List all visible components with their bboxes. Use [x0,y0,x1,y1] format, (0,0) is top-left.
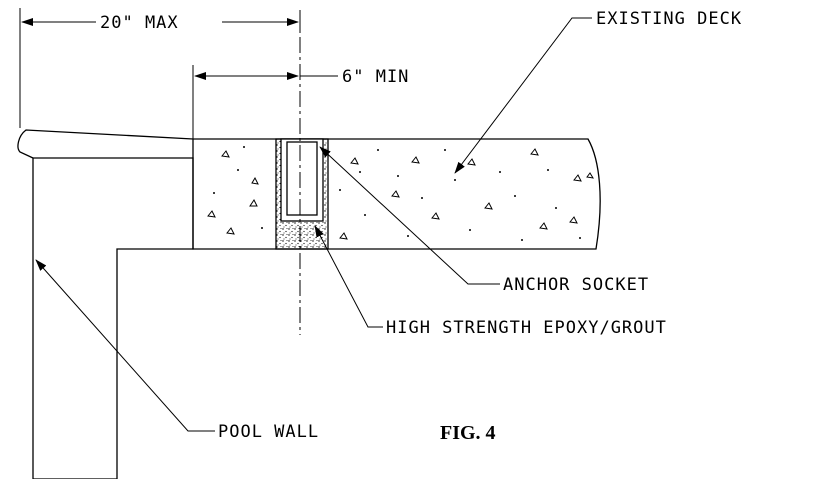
existing-deck-label: EXISTING DECK [596,9,742,29]
max-dimension [19,8,301,128]
figure-caption: FIG. 4 [440,422,496,444]
existing-deck-leader [454,17,592,174]
max-dimension-label: 20" MAX [100,13,179,33]
epoxy-grout-leader [314,225,383,328]
anchor-socket-label: ANCHOR SOCKET [503,275,649,295]
pool-wall-label: POOL WALL [218,422,319,442]
pool-wall-leader [35,259,215,432]
pool-wall-section [17,129,194,479]
min-dimension [192,65,338,139]
concrete-aggregate [207,146,594,241]
min-dimension-label: 6" MIN [342,67,409,87]
epoxy-grout-label: HIGH STRENGTH EPOXY/GROUT [386,318,667,338]
anchor-socket-leader [319,146,500,285]
existing-deck-slab [192,138,601,250]
anchor-socket-assembly [275,138,329,250]
